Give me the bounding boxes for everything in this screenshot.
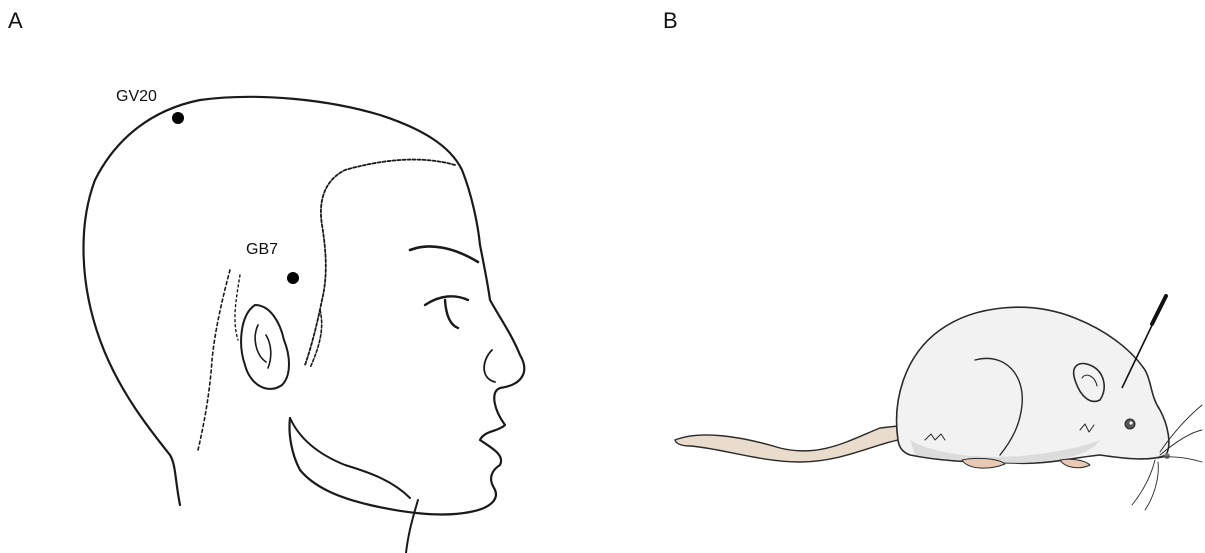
rat-paw-front (1060, 459, 1090, 467)
rat-illustration (675, 307, 1202, 510)
rat-nose (1164, 453, 1170, 459)
hairline-nape (235, 275, 240, 340)
hairline-back (198, 270, 230, 450)
eye (425, 296, 468, 328)
head-outline (84, 97, 480, 505)
eyebrow (410, 246, 478, 262)
sideburn-front (310, 310, 322, 368)
acupoint-gv20-marker (172, 112, 184, 124)
jawline (290, 418, 410, 498)
acupoint-gb7-label: GB7 (246, 241, 278, 259)
acupoint-gv20-label: GV20 (116, 88, 157, 106)
neck-line (406, 500, 418, 553)
rat-body (897, 307, 1169, 463)
human-head-illustration (84, 97, 525, 553)
rat-tail (675, 426, 898, 462)
ear-inner (255, 325, 271, 368)
ear (241, 305, 289, 389)
nostril (484, 350, 495, 382)
acupoint-gb7-marker (287, 272, 299, 284)
needle-handle (1152, 296, 1166, 324)
hairline (305, 160, 455, 365)
